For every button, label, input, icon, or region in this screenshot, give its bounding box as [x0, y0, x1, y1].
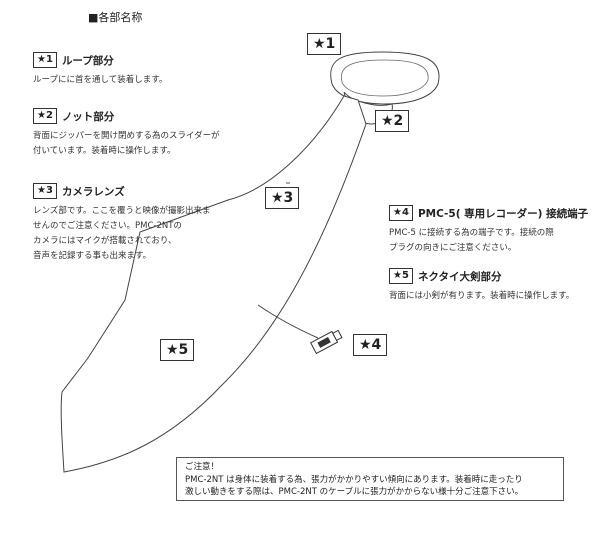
diagram-label-2: ★2	[375, 110, 410, 132]
notice-line: 激しい動きをする際は、PMC-2NT のケーブルに張力がかからない様十分ご注意下…	[185, 487, 524, 497]
section-description: 背面には小剣が有ります。装着時に操作します。	[389, 291, 575, 301]
section-badge: ★5	[389, 268, 413, 284]
heading-marker: ■	[88, 11, 99, 24]
diagram-label-4: ★4	[353, 334, 388, 356]
notice-title: ご注意！	[185, 462, 220, 472]
section-loop: ★1 ループ部分 ループにに首を通して装着します。	[33, 52, 167, 88]
section-blade: ★5 ネクタイ大剣部分 背面には小剣が有ります。装着時に操作します。	[389, 268, 574, 304]
section-description: PMC-5 に接続する為の端子です。接続の際 プラグの向きにご注意ください。	[389, 228, 554, 253]
section-badge: ★2	[33, 108, 57, 124]
section-title: ★5 ネクタイ大剣部分	[389, 268, 574, 284]
section-camera-lens: ★3 カメラレンズ レンズ部です。ここを覆うと映像が撮影出来ま せんのでご注意く…	[33, 183, 210, 264]
section-badge: ★1	[33, 52, 57, 68]
tie-loop	[330, 51, 440, 105]
section-title: ★2 ノット部分	[33, 108, 220, 124]
connector-plug	[310, 329, 343, 355]
section-description: ループにに首を通して装着します。	[33, 75, 168, 85]
section-description: レンズ部です。ここを覆うと映像が撮影出来ま せんのでご注意ください。PMC-2N…	[33, 206, 211, 261]
caution-notice: ご注意！ PMC-2NT は身体に装着する為、張力がかかりやすい傾向にあります。…	[176, 457, 564, 501]
diagram-label-3: ★3	[265, 187, 300, 209]
section-knot: ★2 ノット部分 背面にジッパーを開け閉めする為のスライダーが 付いています。装…	[33, 108, 220, 159]
section-title: ★4 PMC-5( 専用レコーダー) 接続端子	[389, 205, 588, 221]
page-heading: ■各部名称	[88, 9, 142, 25]
section-badge: ★3	[33, 183, 57, 199]
notice-line: PMC-2NT は身体に装着する為、張力がかかりやすい傾向にあります。装着時に走…	[185, 474, 523, 485]
heading-text: 各部名称	[98, 11, 143, 24]
diagram-label-1: ★1	[307, 33, 342, 55]
section-title-text: ネクタイ大剣部分	[417, 270, 502, 283]
section-title-text: ノット部分	[61, 110, 115, 123]
section-title-text: カメラレンズ	[61, 185, 125, 198]
section-title: ★1 ループ部分	[33, 52, 167, 68]
section-title: ★3 カメラレンズ	[33, 183, 210, 199]
connector-cable	[257, 304, 319, 339]
tie-loop-inner	[340, 59, 429, 97]
section-title-text: PMC-5( 専用レコーダー) 接続端子	[417, 207, 589, 220]
diagram-label-5: ★5	[160, 339, 195, 361]
section-connector: ★4 PMC-5( 専用レコーダー) 接続端子 PMC-5 に接続する為の端子で…	[389, 205, 588, 256]
section-badge: ★4	[389, 205, 413, 221]
section-title-text: ループ部分	[61, 54, 114, 67]
section-description: 背面にジッパーを開け閉めする為のスライダーが 付いています。装着時に操作します。	[33, 131, 220, 156]
